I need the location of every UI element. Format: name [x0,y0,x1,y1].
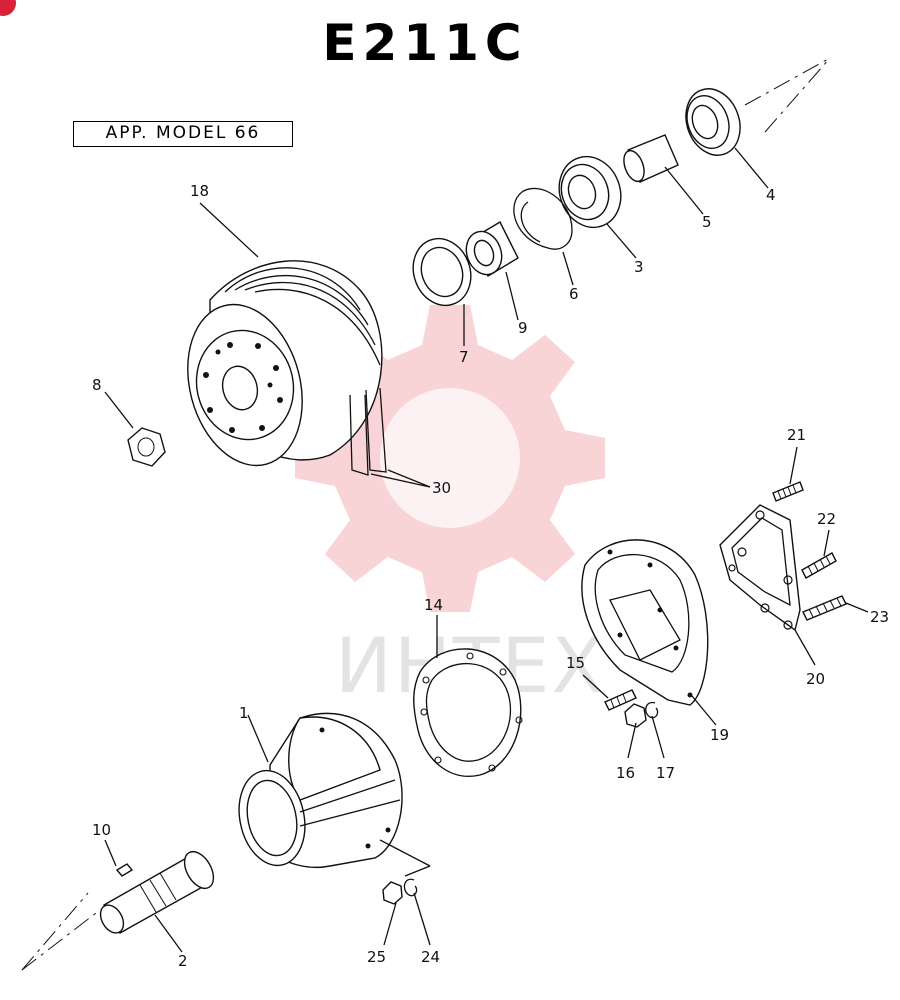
label-part-19: 19 [710,726,729,744]
part-24-washer [403,878,418,897]
part-2-shaft [99,850,215,934]
part-10-key [115,863,134,877]
corner-badge [0,0,16,16]
label-part-9: 9 [518,319,528,337]
label-part-6: 6 [569,285,579,303]
part-5-bushing [623,134,679,183]
label-part-2: 2 [178,952,188,970]
part-9-spacer [465,221,519,277]
label-part-7: 7 [459,348,469,366]
label-part-30: 30 [432,479,451,497]
part-labels: 1 2 3 4 5 6 7 8 9 10 14 15 16 17 18 19 2… [92,182,889,970]
axis-line-top [744,57,831,106]
part-15-stud [604,689,637,711]
label-part-1: 1 [239,704,249,722]
axis-line-bottom-2 [21,892,89,971]
label-part-21: 21 [787,426,806,444]
part-3-bearing [558,155,622,229]
label-part-23: 23 [870,608,889,626]
part-6-snap-ring [513,187,573,250]
label-part-18: 18 [190,182,209,200]
diagram-title: E211C [322,14,528,72]
part-1-housing [238,712,403,869]
part-19-cover-plate [581,539,709,706]
label-part-17: 17 [656,764,675,782]
label-part-24: 24 [421,948,440,966]
axis-line-bottom [21,909,101,971]
part-21-stud [772,481,804,502]
part-16-nut [624,703,647,728]
label-part-20: 20 [806,670,825,688]
part-20-gasket [719,504,801,632]
label-part-22: 22 [817,510,836,528]
label-part-8: 8 [92,376,102,394]
label-part-15: 15 [566,654,585,672]
part-7-seal [412,237,472,307]
part-17-washer [645,701,659,719]
app-model-box: APP. MODEL 66 [73,121,293,147]
part-4-bearing [685,88,741,156]
leader-lines [104,147,869,953]
part-14-gasket-ring [413,648,523,777]
label-part-4: 4 [766,186,776,204]
part-18-pulley [187,260,387,476]
label-part-25: 25 [367,948,386,966]
part-25-nut [382,881,403,905]
label-part-3: 3 [634,258,644,276]
part-8-nut [127,427,166,467]
label-part-16: 16 [616,764,635,782]
label-part-10: 10 [92,821,111,839]
axis-line-top-2 [764,57,831,133]
part-23-stud [802,595,847,621]
label-part-5: 5 [702,213,712,231]
part-22-stud [801,552,837,579]
label-part-14: 14 [424,596,443,614]
